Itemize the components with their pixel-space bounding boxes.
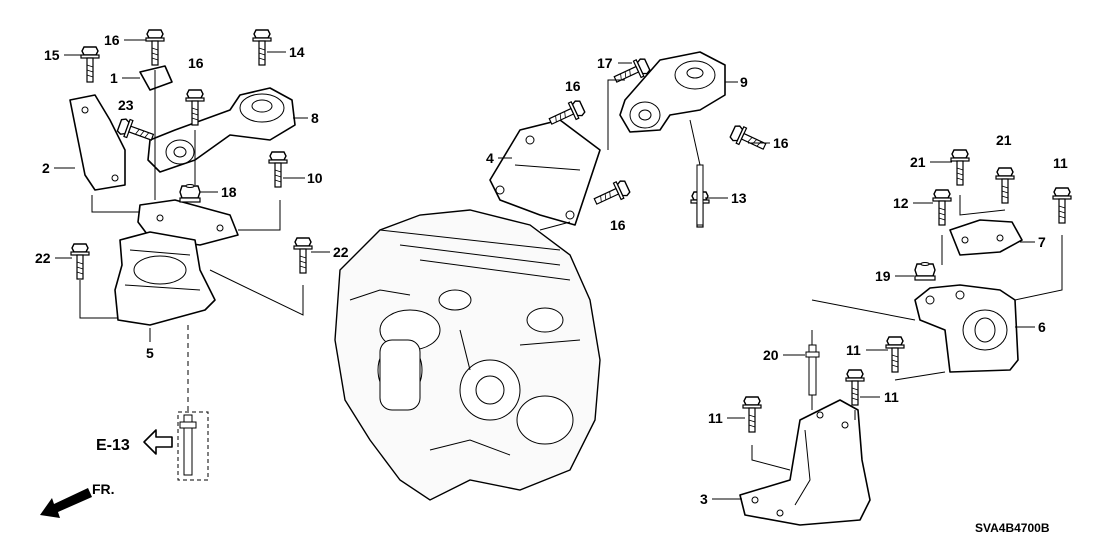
svg-text:1: 1 xyxy=(110,70,118,86)
callout-7: 7 xyxy=(1020,234,1046,250)
callout-1: 1 xyxy=(110,70,140,86)
bolt-icon-21a xyxy=(950,149,970,186)
callout-15: 15 xyxy=(44,47,82,63)
bracket-part-7 xyxy=(949,219,1023,256)
svg-text:2: 2 xyxy=(42,160,50,176)
bolt-icon-12 xyxy=(932,189,952,226)
svg-text:13: 13 xyxy=(731,190,747,206)
bolt-icon-21b xyxy=(995,167,1015,204)
front-arrow-icon xyxy=(40,488,92,518)
callout-19: 19 xyxy=(875,268,914,284)
bolt-icon-11c xyxy=(845,369,865,406)
callout-16e: 16 xyxy=(610,217,626,233)
bolt-icon-22a xyxy=(70,243,90,280)
nut-icon-19 xyxy=(914,261,936,281)
diagram-code: SVA4B4700B xyxy=(975,521,1050,535)
svg-text:5: 5 xyxy=(146,345,154,361)
svg-text:7: 7 xyxy=(1038,234,1046,250)
svg-text:22: 22 xyxy=(35,250,51,266)
callout-2: 2 xyxy=(42,160,75,176)
svg-text:FR.: FR. xyxy=(92,481,115,497)
svg-text:19: 19 xyxy=(875,268,891,284)
bracket-part-4 xyxy=(489,119,601,226)
callout-9: 9 xyxy=(725,74,748,90)
callout-16c: 16 xyxy=(565,78,581,94)
svg-text:22: 22 xyxy=(333,244,349,260)
callout-10: 10 xyxy=(283,170,323,186)
svg-text:4: 4 xyxy=(486,150,494,166)
callout-6: 6 xyxy=(1015,319,1046,335)
callout-3: 3 xyxy=(700,491,742,507)
bolt-icon-22b xyxy=(293,237,313,274)
bolt-icon-11d xyxy=(742,396,762,433)
svg-text:23: 23 xyxy=(118,97,134,113)
callout-20: 20 xyxy=(763,347,805,363)
callout-5: 5 xyxy=(146,328,154,361)
nut-icon-18 xyxy=(179,183,201,203)
svg-text:8: 8 xyxy=(311,110,319,126)
bolt-icon-16d xyxy=(728,122,769,156)
svg-text:16: 16 xyxy=(773,135,789,151)
front-indicator: FR. xyxy=(40,481,115,518)
bracket-part-2 xyxy=(69,94,126,191)
svg-text:9: 9 xyxy=(740,74,748,90)
svg-text:11: 11 xyxy=(846,342,861,358)
stud-bolt xyxy=(183,414,193,476)
arrow-left-icon xyxy=(143,429,173,455)
svg-text:17: 17 xyxy=(597,55,613,71)
callout-22a: 22 xyxy=(35,250,72,266)
svg-text:11: 11 xyxy=(1053,155,1068,171)
callout-16a: 16 xyxy=(104,32,146,48)
callout-18: 18 xyxy=(200,184,237,200)
callout-16d: 16 xyxy=(748,135,789,151)
svg-text:E-13: E-13 xyxy=(96,437,130,454)
callout-11c: 11 xyxy=(860,389,899,405)
svg-text:21: 21 xyxy=(996,132,1012,148)
svg-text:3: 3 xyxy=(700,491,708,507)
bolt-icon-14 xyxy=(252,29,272,66)
svg-text:16: 16 xyxy=(610,217,626,233)
callout-21a: 21 xyxy=(910,154,952,170)
clip-part-1 xyxy=(139,65,173,91)
callout-4: 4 xyxy=(486,150,512,166)
svg-text:14: 14 xyxy=(289,44,305,60)
bolt-icon-11b xyxy=(885,336,905,373)
svg-text:20: 20 xyxy=(763,347,779,363)
engine-assembly xyxy=(334,209,601,501)
bolt-icon-16e xyxy=(591,177,632,211)
callout-23: 23 xyxy=(118,97,134,113)
callout-11a: 11 xyxy=(1053,155,1068,171)
bolt-icon-15 xyxy=(80,46,100,83)
callout-22b: 22 xyxy=(311,244,349,260)
callout-13: 13 xyxy=(705,190,747,206)
bolt-icon-11a xyxy=(1052,187,1072,224)
callout-11b: 11 xyxy=(846,342,888,358)
callout-16b: 16 xyxy=(188,55,204,71)
svg-text:16: 16 xyxy=(565,78,581,94)
svg-text:11: 11 xyxy=(708,410,723,426)
bolt-icon-10 xyxy=(268,151,288,188)
callout-8: 8 xyxy=(293,110,319,126)
callout-17: 17 xyxy=(597,55,632,71)
svg-text:16: 16 xyxy=(104,32,120,48)
svg-text:6: 6 xyxy=(1038,319,1046,335)
reference-e13: E-13 xyxy=(96,429,173,455)
svg-text:21: 21 xyxy=(910,154,926,170)
svg-text:18: 18 xyxy=(221,184,237,200)
svg-text:15: 15 xyxy=(44,47,60,63)
callout-21b: 21 xyxy=(996,132,1012,148)
bolt-icon-16a xyxy=(145,29,165,66)
svg-text:12: 12 xyxy=(893,195,909,211)
callout-14: 14 xyxy=(267,44,305,60)
svg-text:10: 10 xyxy=(307,170,323,186)
callout-12: 12 xyxy=(893,195,933,211)
bracket-part-3 xyxy=(739,399,871,526)
callout-11d: 11 xyxy=(708,410,745,426)
svg-text:16: 16 xyxy=(188,55,204,71)
svg-text:11: 11 xyxy=(884,389,899,405)
